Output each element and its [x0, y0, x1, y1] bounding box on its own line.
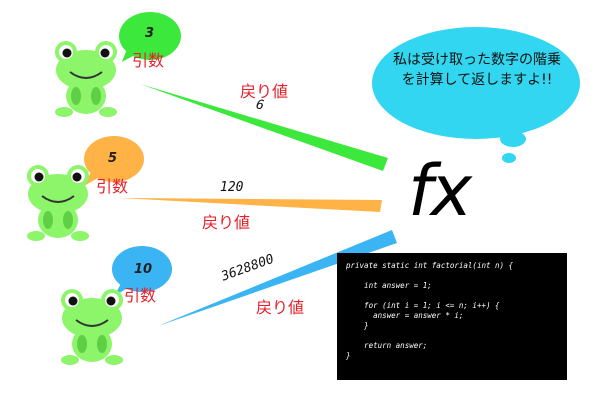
code-line: return answer; [346, 341, 428, 350]
code-line: int answer = 1; [346, 281, 432, 290]
code-line: } [346, 351, 351, 360]
argument-value-1: 3 [145, 26, 155, 41]
argument-label-2: 引数 [96, 177, 129, 196]
argument-label-1: 引数 [132, 51, 165, 70]
thought-cloud [372, 27, 580, 139]
argument-value-2: 5 [108, 151, 118, 166]
frog-3 [61, 289, 123, 365]
thought-dot-large [500, 131, 526, 147]
return-label-3: 戻り値 [256, 298, 305, 317]
frog-2 [27, 165, 89, 241]
code-line: answer = answer * i; [346, 311, 464, 320]
thought-text: 私は受け取った数字の階乗を計算して返しますよ!! [393, 52, 561, 88]
argument-label-3: 引数 [124, 286, 157, 305]
beam-green [140, 84, 388, 171]
code-line [346, 271, 567, 281]
return-value-2: 120 [220, 180, 244, 195]
code-line [346, 291, 567, 301]
speech-bubble-1 [119, 12, 181, 62]
code-line: for (int i = 1; i <= n; i++) { [346, 301, 500, 310]
code-line: private static int factorial(int n) { [346, 261, 514, 270]
frog-icon [55, 41, 117, 117]
frog-1 [55, 41, 117, 117]
return-label-1: 戻り値 [240, 82, 289, 101]
thought-dot-small [502, 153, 516, 163]
function-symbol: fx [408, 150, 472, 232]
speech-bubble-2 [84, 136, 144, 186]
code-line: } [346, 321, 369, 330]
beam-orange [120, 198, 382, 212]
return-label-2: 戻り値 [202, 213, 251, 232]
argument-value-3: 10 [134, 262, 153, 277]
code-block: private static int factorial(int n) { in… [337, 253, 567, 380]
code-line [346, 331, 567, 341]
frog-icon [27, 165, 89, 241]
frog-icon [61, 289, 123, 365]
